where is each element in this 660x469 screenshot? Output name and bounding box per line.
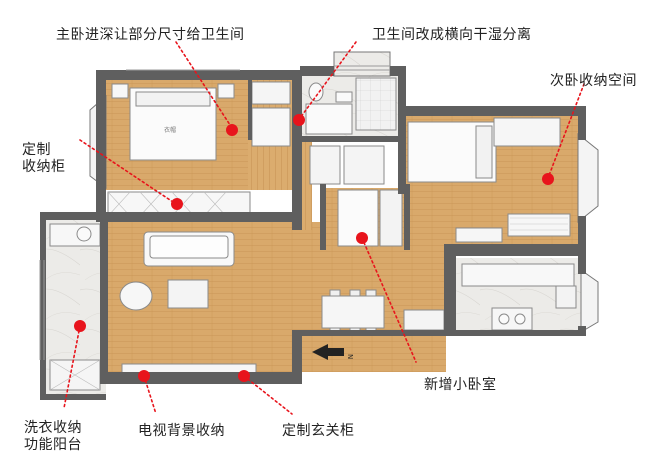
leader-bathroom <box>299 41 357 119</box>
label-custom-storage: 定制收纳柜 <box>22 142 66 175</box>
label-master-bedroom: 主卧进深让部分尺寸给卫生间 <box>56 27 245 43</box>
leader-second-bedroom <box>547 83 585 179</box>
leader-tv-storage <box>143 375 157 415</box>
leader-lines <box>63 41 585 415</box>
svg-text:衣帽: 衣帽 <box>164 126 176 134</box>
label-tv-storage: 电视背景收纳 <box>138 423 225 439</box>
label-new-bedroom: 新增小卧室 <box>424 377 497 393</box>
marker-master-bedroom <box>226 124 238 136</box>
kitchen-bay-window <box>580 269 599 333</box>
window-lines <box>39 65 390 360</box>
shower <box>355 77 397 131</box>
leader-custom-storage <box>79 139 177 205</box>
second-desk <box>507 213 571 237</box>
label-entry-cabinet: 定制玄关柜 <box>282 423 355 439</box>
bathroom-top-bump <box>333 51 391 77</box>
coffee-table <box>167 279 209 309</box>
marker-new-bedroom <box>356 232 368 244</box>
label-laundry-balcony: 洗衣收纳功能阳台 <box>24 420 82 453</box>
marker-tv-storage <box>138 370 150 382</box>
label-second-bedroom: 次卧收纳空间 <box>550 73 637 89</box>
second-wardrobe <box>493 117 561 147</box>
leader-master-bedroom <box>175 41 233 129</box>
toilet <box>308 82 324 102</box>
markers <box>74 114 554 382</box>
leader-laundry-balcony <box>63 325 81 409</box>
dining-table <box>321 295 385 329</box>
marker-laundry-balcony <box>74 320 86 332</box>
marker-second-bedroom <box>542 173 554 185</box>
marker-custom-storage <box>171 198 183 210</box>
leader-entry-cabinet <box>243 375 293 415</box>
kitchen-counter <box>461 263 575 287</box>
master-bed-pillows <box>135 91 211 107</box>
leader-new-bedroom <box>361 237 417 363</box>
second-bay-window <box>577 132 599 224</box>
compass-letter: N <box>346 354 354 359</box>
entry-arrow-icon <box>312 344 344 360</box>
marker-bathroom <box>293 114 305 126</box>
armchair <box>119 281 153 311</box>
bathtub-line <box>305 103 353 135</box>
marker-entry-cabinet <box>238 370 250 382</box>
label-bathroom: 卫生间改成横向干湿分离 <box>372 27 532 43</box>
